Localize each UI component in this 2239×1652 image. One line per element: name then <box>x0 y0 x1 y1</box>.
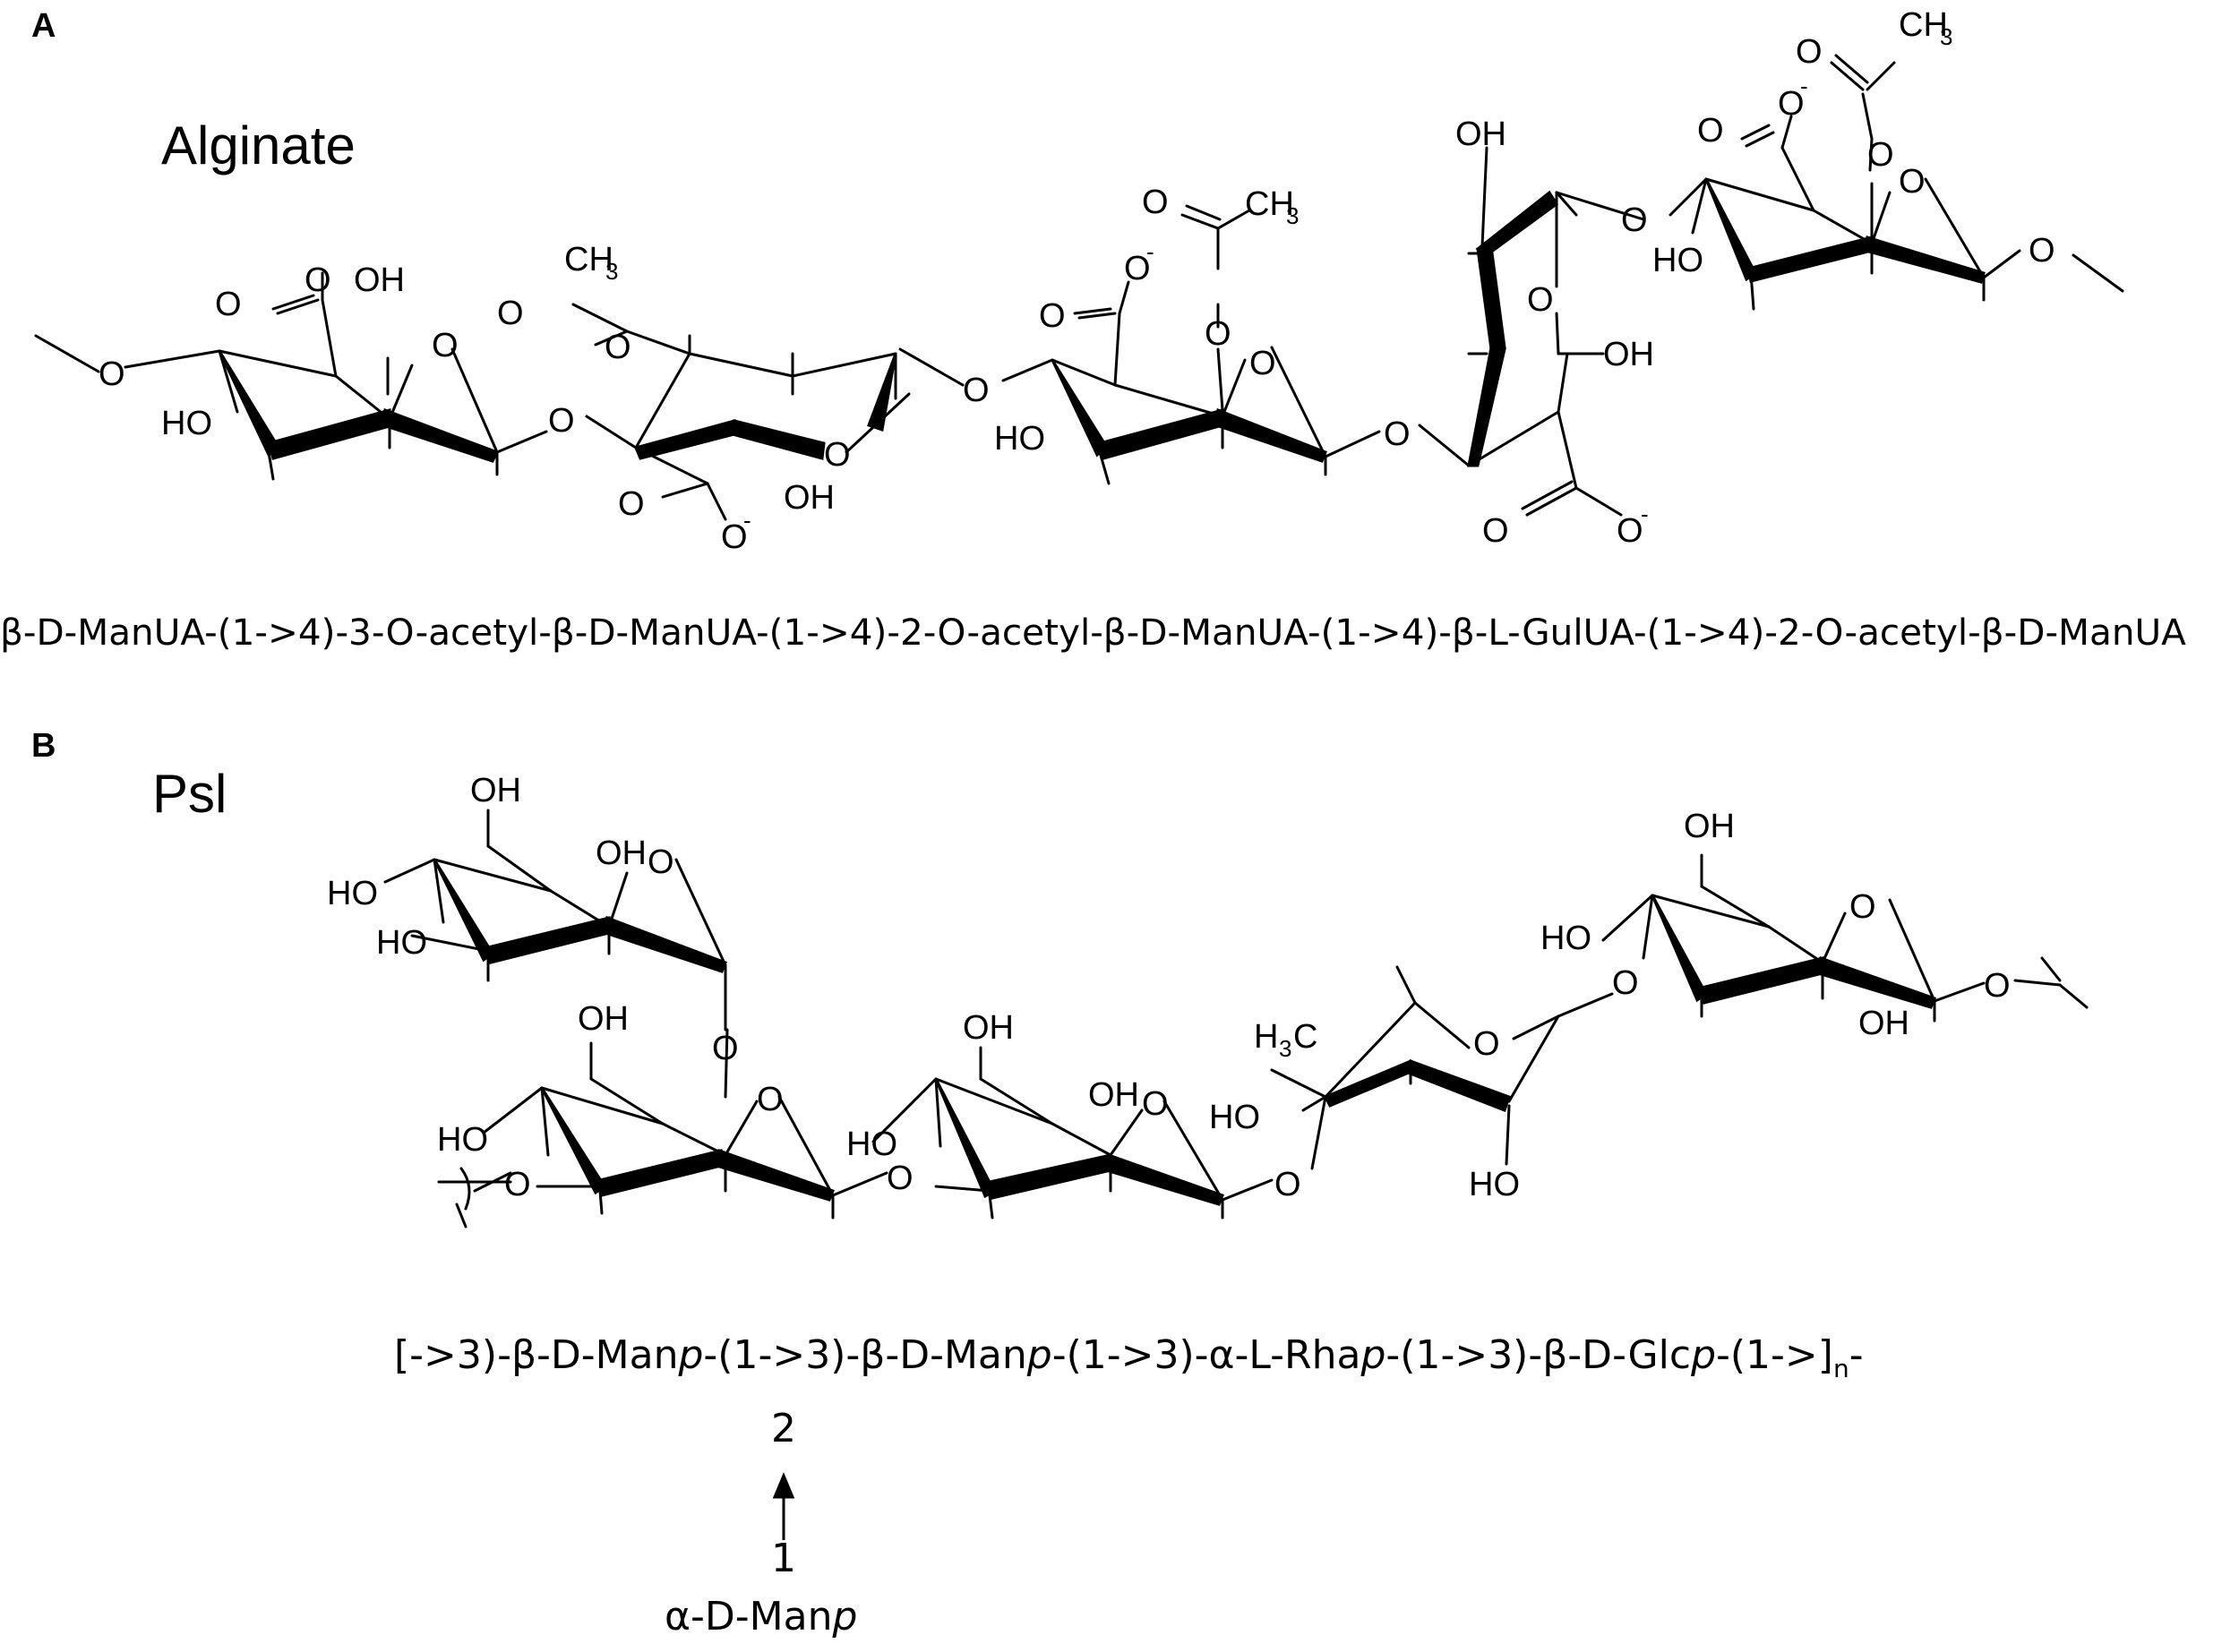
alg-o-10: O <box>1142 184 1169 221</box>
psl-o-link1: O <box>712 1030 739 1067</box>
psl-o-link4: O <box>1612 964 1639 1002</box>
alg-o-link4: O <box>1621 201 1648 239</box>
alg-minus-5: - <box>1800 73 1808 99</box>
branch-sugar-name: α-D-Man <box>665 1594 833 1639</box>
psl-o-link2: O <box>887 1160 914 1197</box>
psl-seq-part-4: -(1->3)-β-D-Glc <box>1385 1332 1692 1378</box>
alg-ch3-1-sub: 3 <box>605 258 618 285</box>
alg-o-4: O <box>497 295 524 332</box>
alg-o-ring5: O <box>1899 163 1926 201</box>
psl-o-ring2: O <box>757 1081 784 1118</box>
alg-o-16: O <box>1796 33 1823 71</box>
panel-a-title: Alginate <box>161 116 356 175</box>
alg-o-17: O <box>1867 136 1894 174</box>
psl-h3c-h: H <box>1254 1018 1278 1056</box>
alg-ho-2: HO <box>994 420 1045 458</box>
alg-oh-1: OH <box>354 261 405 299</box>
alg-o-13: O <box>1617 512 1643 550</box>
alg-o-6: O <box>618 485 645 523</box>
psl-o-ring1: O <box>648 843 674 881</box>
psl-ho-4: HO <box>846 1126 897 1163</box>
alg-o-link1: O <box>548 402 575 440</box>
psl-ho-1: HO <box>327 875 378 912</box>
alg-minus-4: - <box>1641 501 1649 527</box>
alg-o-15: O <box>1778 85 1805 123</box>
alg-o-link5: O <box>2029 232 2055 270</box>
branch-sugar-italic: p <box>832 1594 858 1639</box>
alg-ch3-2-sub: 3 <box>1286 202 1299 229</box>
alg-o-3: O <box>215 286 242 323</box>
psl-o-link3: O <box>1274 1166 1301 1203</box>
psl-o-ring3: O <box>1142 1085 1169 1123</box>
psl-seq-italic-1: p <box>678 1332 704 1378</box>
psl-ho-5: HO <box>1209 1099 1260 1136</box>
psl-o-ring4: O <box>1473 1025 1500 1063</box>
branch-sugar: α-D-Manp <box>665 1594 857 1639</box>
psl-seq-subscript: n <box>1832 1353 1849 1383</box>
psl-ho-2: HO <box>376 924 427 962</box>
psl-seq-part-2: -(1->3)-β-D-Man <box>703 1332 1027 1378</box>
psl-h3c-3: 3 <box>1279 1035 1291 1062</box>
alg-o-14: O <box>1697 112 1724 150</box>
psl-h3c-c: C <box>1293 1018 1317 1056</box>
psl-seq-part-1: [->3)-β-D-Man <box>394 1332 679 1378</box>
alg-o-ring2: O <box>824 436 851 474</box>
psl-oh-2: OH <box>596 835 647 872</box>
psl-seq-italic-4: p <box>1691 1332 1716 1378</box>
alg-o-ring3: O <box>1249 345 1276 382</box>
branch-top-number: 2 <box>771 1406 796 1451</box>
alg-oh-3: OH <box>1455 116 1506 153</box>
psl-o-ring5: O <box>1849 888 1876 926</box>
alginate-sequence: β-D-ManUA-(1->4)-3-O-acetyl-β-D-ManUA-(1… <box>0 611 2186 654</box>
alg-o-ring1: O <box>432 327 459 364</box>
psl-ho-6: HO <box>1469 1166 1520 1203</box>
psl-oh-1: OH <box>470 772 521 809</box>
alg-o-12: O <box>1482 512 1509 550</box>
alg-o-7: O <box>721 518 748 556</box>
psl-sequence: [->3)-β-D-Manp-(1->3)-β-D-Manp-(1->3)-α-… <box>394 1332 1864 1383</box>
alg-oh-4: OH <box>1603 336 1654 373</box>
psl-seq-part-6: - <box>1849 1332 1864 1378</box>
alg-o-11: O <box>1205 315 1231 353</box>
psl-oh-6: OH <box>1684 808 1735 845</box>
psl-seq-part-5: -(1->] <box>1716 1332 1833 1378</box>
psl-ho-7: HO <box>1540 920 1591 957</box>
alg-o-5: O <box>605 329 631 366</box>
panel-a-label: A <box>31 7 56 45</box>
psl-oh-3: OH <box>578 1000 629 1038</box>
alg-ho-3: HO <box>1652 242 1703 279</box>
psl-seq-italic-2: p <box>1026 1332 1052 1378</box>
branch-bottom-number: 1 <box>771 1536 796 1581</box>
psl-oh-4: OH <box>963 1009 1014 1047</box>
alg-ch3-3: CH <box>1899 6 1948 44</box>
psl-o-link5: O <box>1984 967 2011 1005</box>
alg-oh-2: OH <box>784 479 835 517</box>
panel-b-label: B <box>31 727 56 765</box>
psl-ho-3: HO <box>437 1121 488 1159</box>
panel-b-title: Psl <box>152 764 227 824</box>
alg-o-ring4: O <box>1527 281 1554 319</box>
psl-seq-italic-3: p <box>1360 1332 1386 1378</box>
psl-o-link0: O <box>504 1166 531 1203</box>
alg-ch3-3-sub: 3 <box>1940 23 1952 50</box>
psl-oh-5: OH <box>1088 1076 1139 1114</box>
alg-o-2: O <box>305 261 331 299</box>
alg-ch3-2: CH <box>1245 185 1294 223</box>
alg-o-link3: O <box>1384 415 1411 453</box>
alg-o-9: O <box>1124 250 1151 287</box>
alg-ho-1: HO <box>161 405 212 442</box>
alg-ch3-1: CH <box>564 241 613 278</box>
psl-seq-part-3: -(1->3)-α-L-Rha <box>1051 1332 1361 1378</box>
alg-minus-3: - <box>1146 238 1154 265</box>
alg-o-1: O <box>99 355 125 393</box>
psl-oh-7: OH <box>1858 1005 1909 1042</box>
alg-minus-2: - <box>743 507 751 534</box>
alg-o-link2: O <box>963 372 990 409</box>
alg-o-8: O <box>1039 297 1066 335</box>
